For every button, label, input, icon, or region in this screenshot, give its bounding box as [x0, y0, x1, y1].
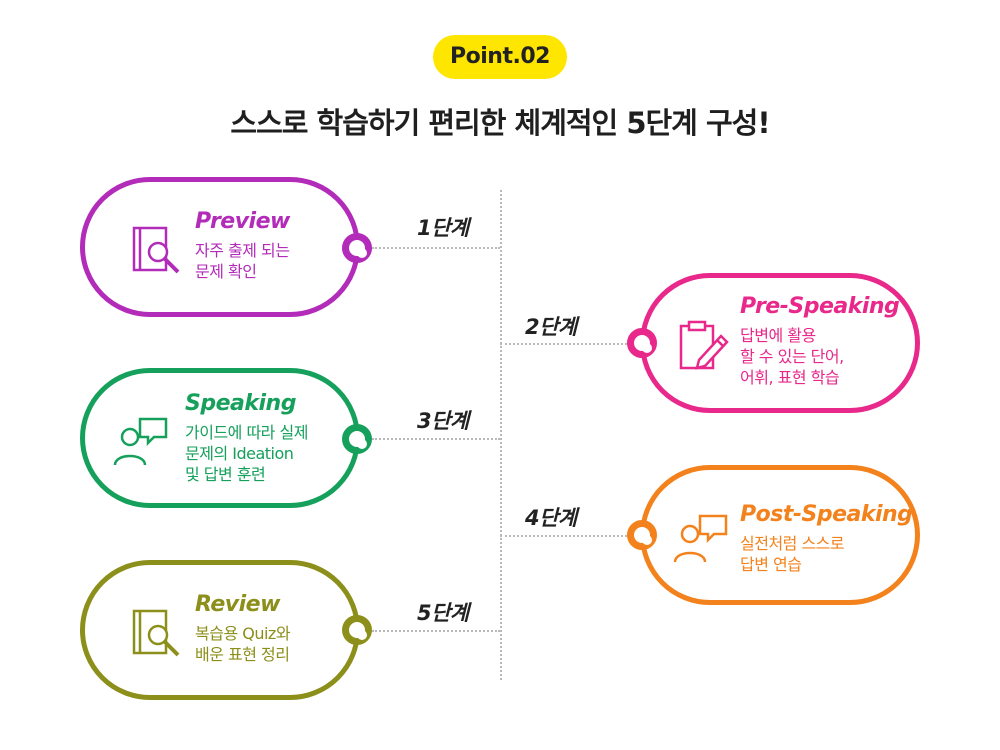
step-label-2: 2단계	[525, 315, 577, 339]
step-marker-5	[342, 615, 372, 645]
step-label-4: 4단계	[525, 506, 577, 530]
step-marker-2	[627, 328, 657, 358]
step-title: Review	[195, 592, 280, 617]
connector-step-5	[372, 630, 500, 632]
step-title: Pre-Speaking	[740, 294, 900, 319]
step-marker-4	[627, 520, 657, 550]
book-magnifier-icon	[130, 224, 186, 284]
step-title: Preview	[195, 209, 290, 234]
connector-step-3	[372, 438, 500, 440]
step-label-3: 3단계	[417, 409, 469, 433]
step-label-5: 5단계	[417, 601, 469, 625]
clipboard-pencil-icon	[675, 318, 731, 378]
book-magnifier-icon	[130, 607, 186, 667]
connector-step-1	[372, 247, 500, 249]
step-marker-1	[342, 233, 372, 263]
step-label-1: 1단계	[417, 216, 469, 240]
step-marker-3	[342, 424, 372, 454]
point-badge: Point.02	[433, 35, 567, 79]
connector-step-2	[500, 343, 627, 345]
step-title: Post-Speaking	[740, 502, 913, 527]
page-title: 스스로 학습하기 편리한 체계적인 5단계 구성!	[230, 106, 770, 140]
person-speech-icon	[670, 510, 730, 570]
center-timeline	[500, 190, 502, 680]
step-title: Speaking	[185, 391, 296, 416]
person-speech-icon	[110, 413, 170, 473]
connector-step-4	[500, 535, 627, 537]
